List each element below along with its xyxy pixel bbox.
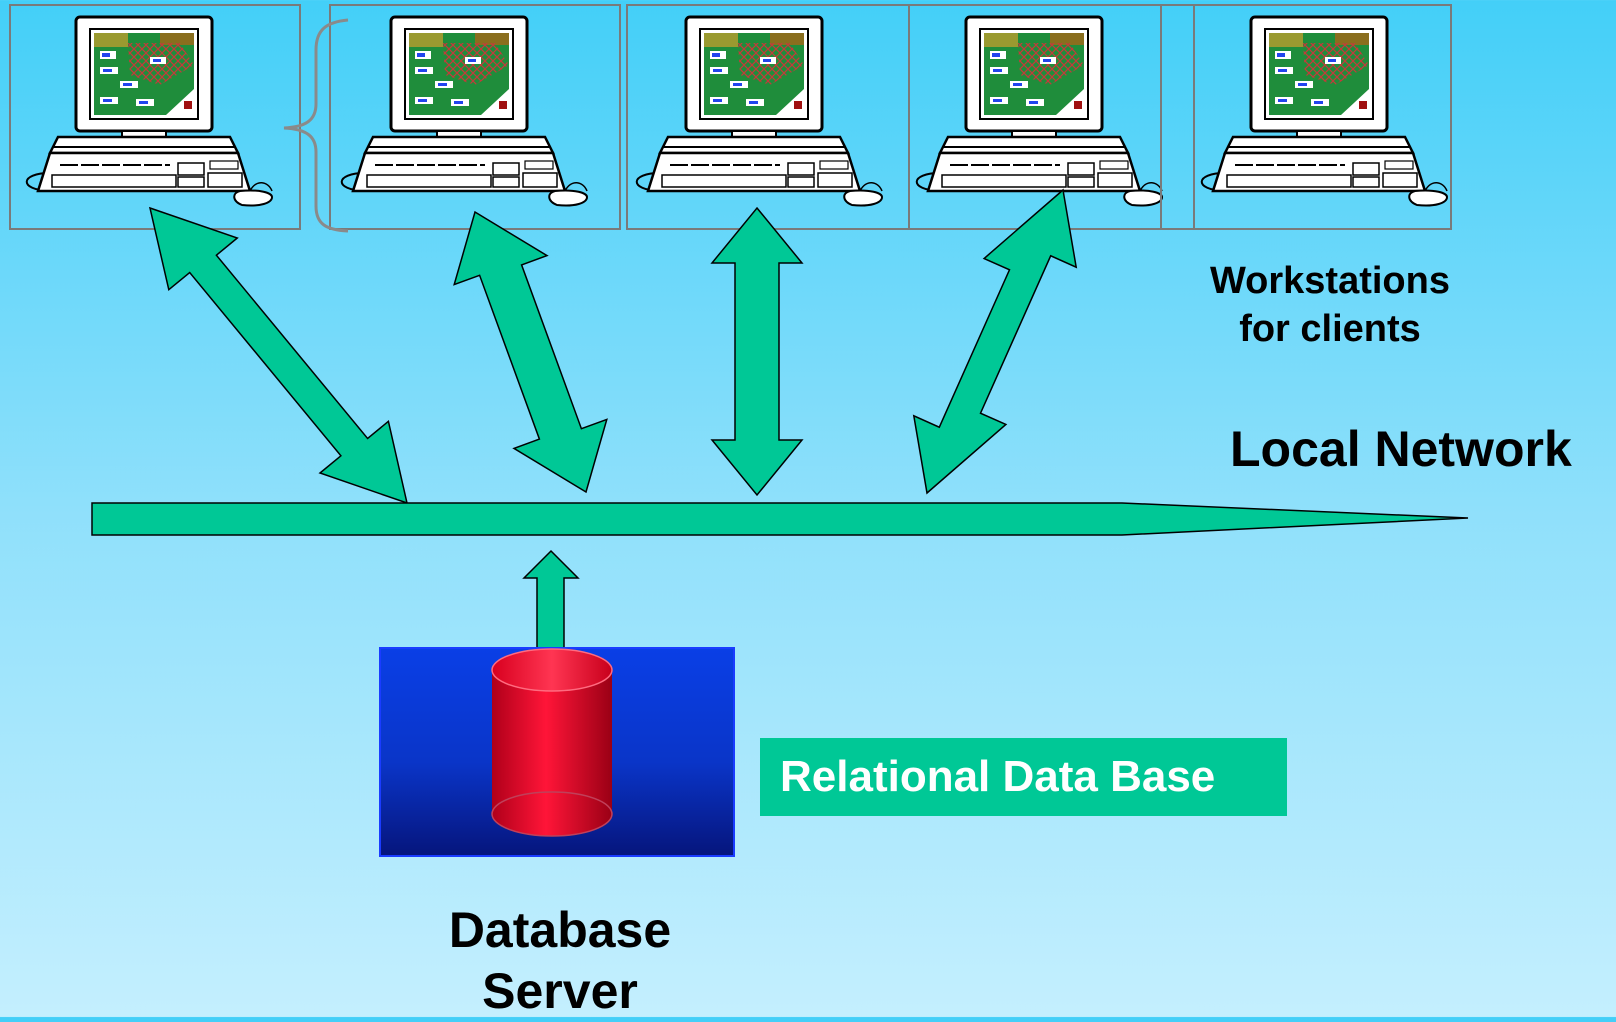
workstation-2 [329,4,621,230]
workstations-label-line1: Workstations [1209,260,1450,302]
workstation-5 [1160,4,1452,230]
workstation-3 [626,4,910,230]
computer-icon [915,15,1164,208]
workstation-4 [908,4,1195,230]
database-server-label: Database Server [410,900,710,1022]
database-cylinder-icon [491,648,613,837]
workstations-label: Workstations for clients [1180,258,1480,353]
workstation-1 [9,4,301,230]
local-network-label: Local Network [1230,421,1572,477]
double-arrow-icon [710,206,804,497]
computer-icon [635,15,884,208]
database-server-label-line2: Server [482,963,638,1019]
computer-icon [340,15,589,208]
workstations-label-line2: for clients [1239,307,1421,350]
brace-icon [283,18,349,233]
double-arrow-icon [912,188,1078,495]
relational-data-base-label: Relational Data Base [780,752,1216,801]
double-arrow-icon [453,210,608,494]
database-server-label-line1: Database [448,902,672,958]
computer-icon [1200,15,1449,208]
up-arrow-icon [522,549,580,651]
local-network-bar [91,502,1469,536]
computer-icon [25,15,274,208]
relational-data-base-box [760,738,1287,816]
double-arrow-icon [148,206,409,505]
